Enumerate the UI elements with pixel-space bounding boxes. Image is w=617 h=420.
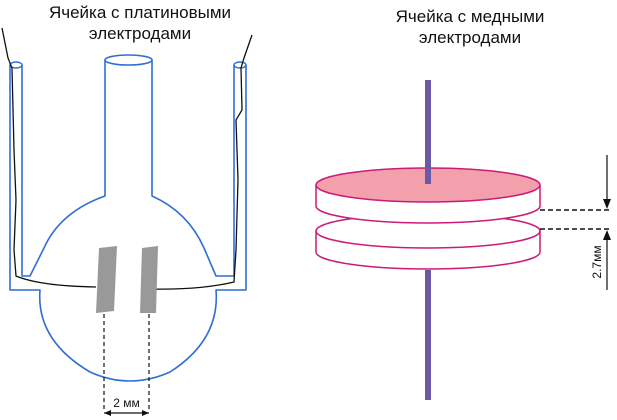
platinum-electrode-left (96, 246, 117, 313)
left-wire (1, 27, 97, 288)
right-cell-title: Ячейка с медными электродами (360, 6, 580, 48)
right-cell-title-line2: электродами (418, 28, 522, 47)
rod-bottom (425, 270, 431, 400)
rod-top (425, 80, 431, 184)
thickness-arrowhead-top (603, 199, 611, 209)
platinum-electrode-right (140, 246, 158, 313)
thickness-arrowhead-bottom (603, 230, 611, 240)
gap-arrowhead-left (104, 410, 111, 416)
neck-opening (104, 54, 153, 66)
copper-cell: 2.7мм (315, 80, 611, 400)
gap-label: 2 мм (113, 396, 140, 410)
left-cell-title-line2: электродами (88, 24, 192, 43)
left-cell-title: Ячейка с платиновыми электродами (10, 2, 270, 44)
right-cell-title-line1: Ячейка с медными (395, 7, 545, 26)
right-wire (151, 34, 253, 290)
glass-vessel-outline (9, 60, 247, 382)
right-tube-opening (233, 61, 247, 69)
platinum-cell: 2 мм (1, 27, 253, 416)
left-tube-opening (9, 61, 23, 69)
thickness-label: 2.7мм (590, 245, 604, 278)
rod-through-top (425, 160, 431, 184)
left-cell-title-line1: Ячейка с платиновыми (48, 3, 232, 22)
gap-arrowhead-right (142, 410, 149, 416)
